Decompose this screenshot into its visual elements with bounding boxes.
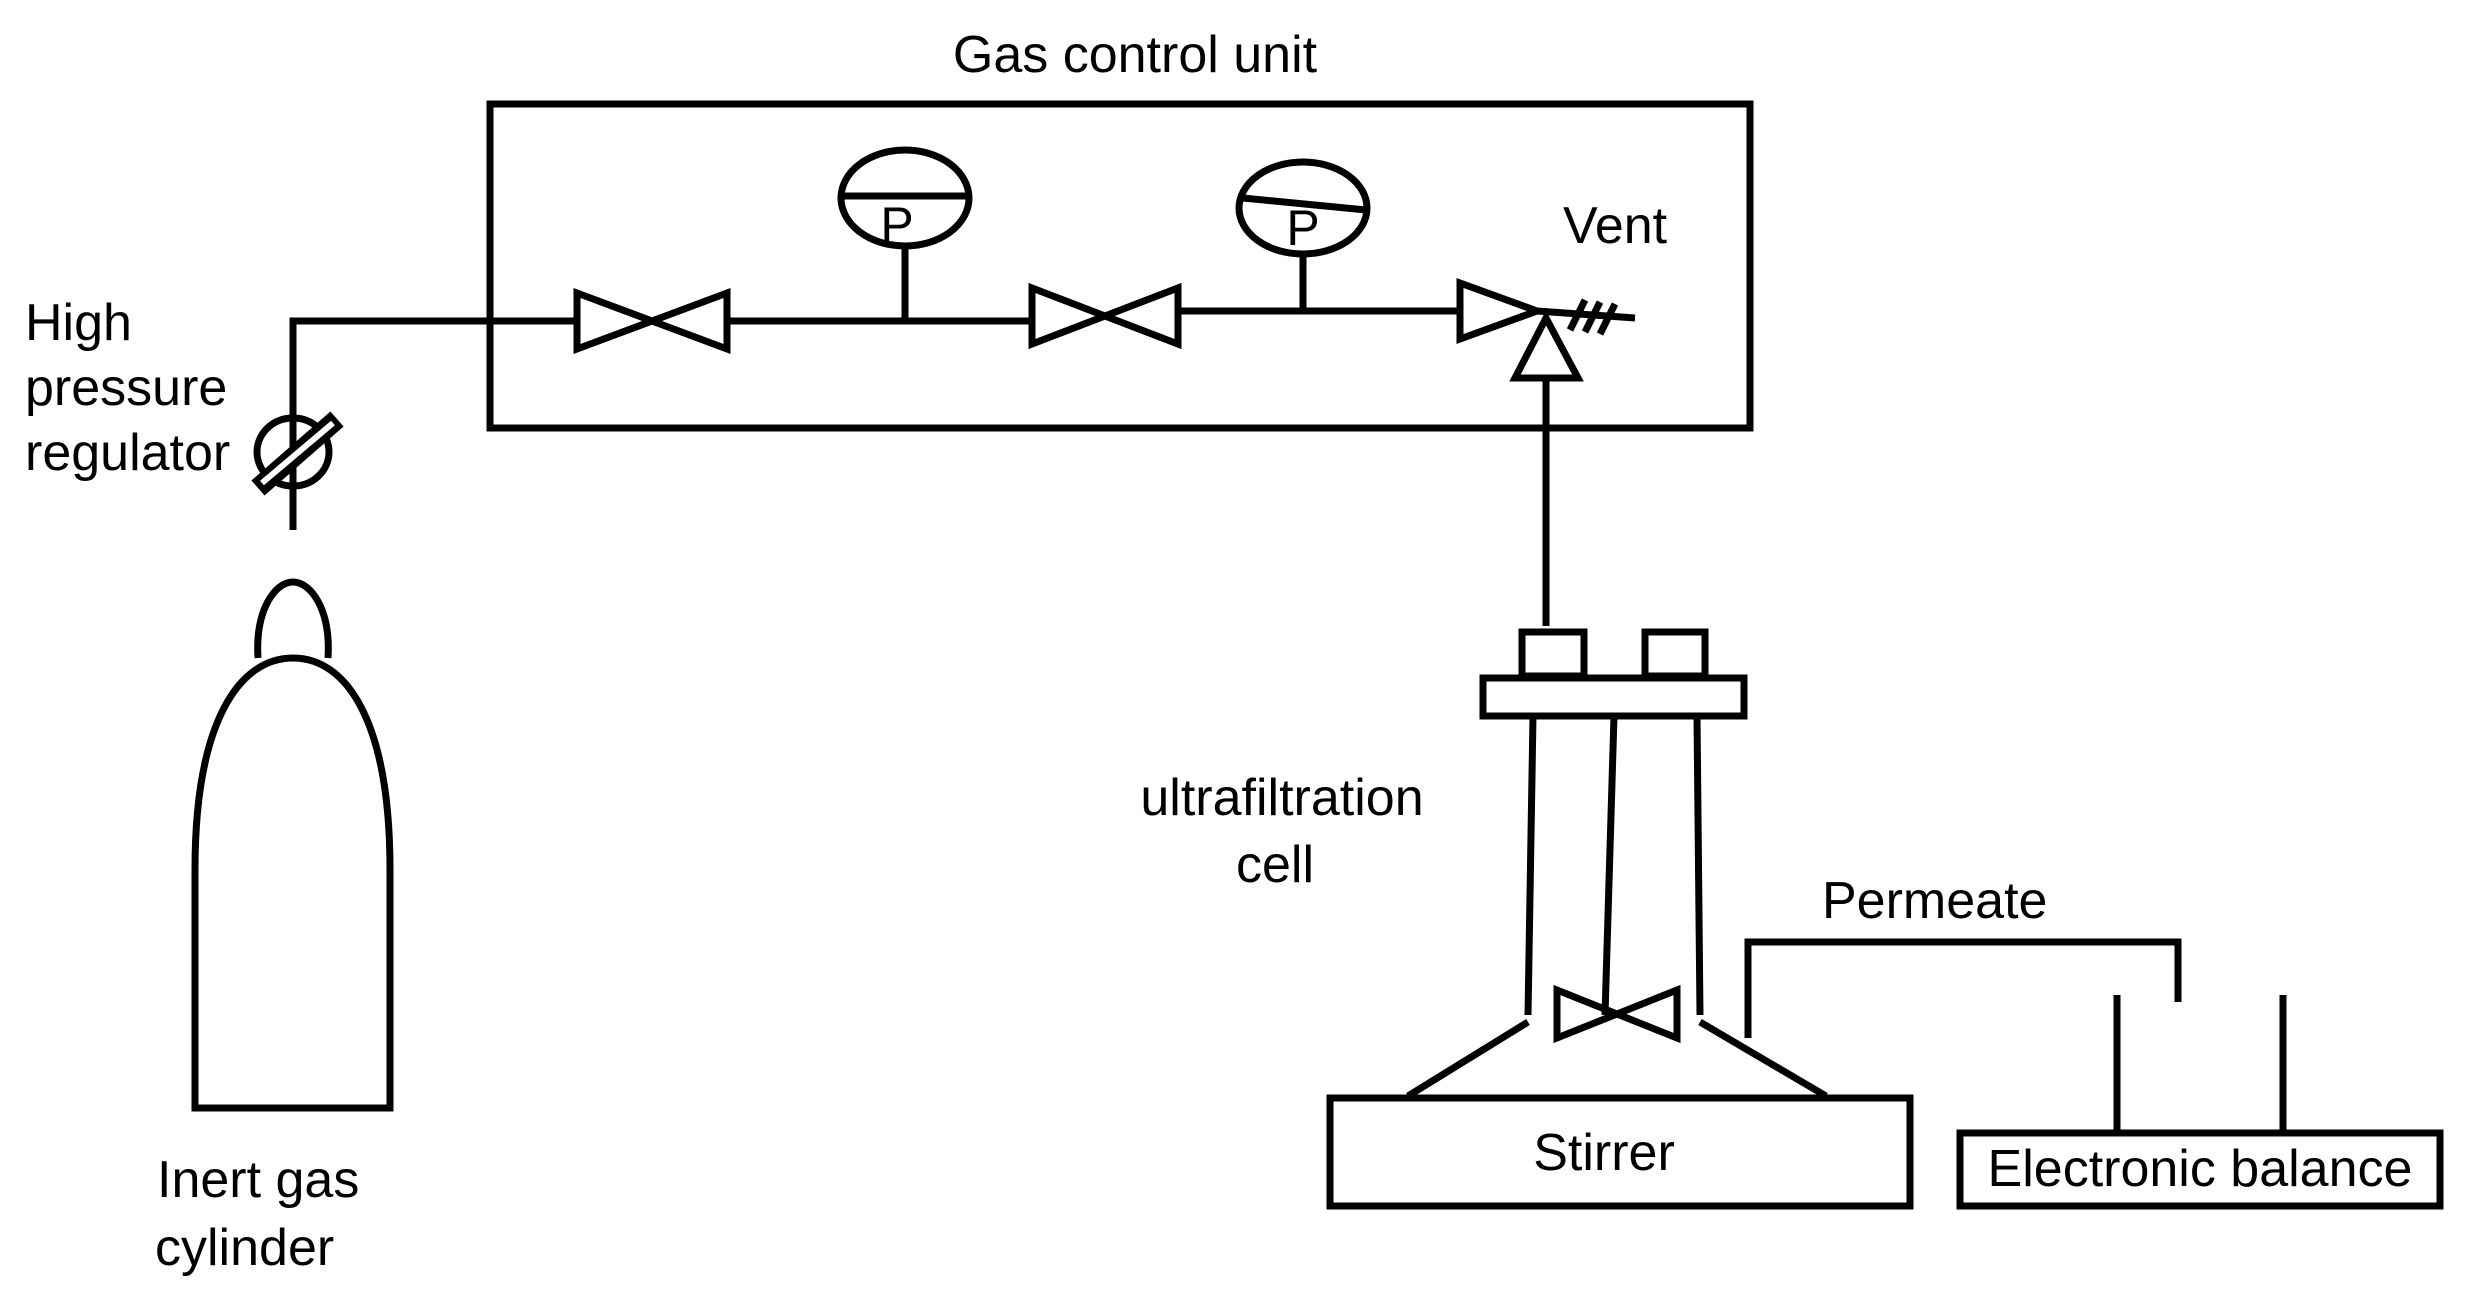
cylinder-label: Inert gas cylinder [155,1151,359,1277]
svg-text:High: High [25,294,132,352]
pressure-gauge-icon: P [837,146,973,321]
svg-text:regulator: regulator [25,424,230,482]
gauge-2-label: P [1286,200,1319,256]
electronic-balance-label: Electronic balance [1988,1140,2413,1198]
gas-cylinder [191,578,394,1112]
stirrer-box [1326,1094,1914,1210]
regulator-icon [251,411,344,496]
valve-icon [573,287,731,355]
gauge-1-label: P [880,197,913,253]
svg-text:cylinder: cylinder [155,1219,334,1277]
svg-text:pressure: pressure [25,359,227,417]
stir-bar-icon [1553,984,1681,1044]
svg-text:ultrafiltration: ultrafiltration [1140,769,1423,827]
vent-icon [1536,298,1636,336]
vent-label: Vent [1563,197,1668,255]
gas-control-unit-label: Gas control unit [953,26,1318,84]
check-valve-icon [1456,278,1584,382]
ultrafiltration-cell-label: ultrafiltration cell [1140,769,1423,894]
valve-icon [1028,282,1182,350]
stirrer-label: Stirrer [1533,1124,1675,1182]
gas-control-unit-box [486,100,1754,432]
regulator-label: High pressure regulator [25,294,230,482]
permeate-line [1744,938,2182,1038]
pressure-gauge-icon: P [1235,158,1371,311]
electronic-balance-box [1956,1129,2444,1210]
permeate-label: Permeate [1822,872,2047,930]
svg-text:Inert gas: Inert gas [157,1151,359,1209]
svg-text:cell: cell [1236,836,1314,894]
ultrafiltration-cell [1406,628,1828,1100]
